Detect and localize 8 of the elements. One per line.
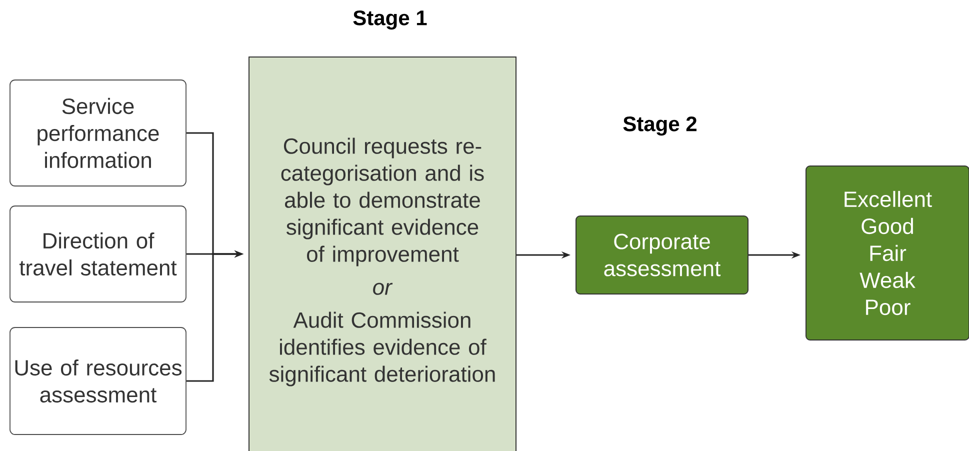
input-box: Direction of travel statement bbox=[10, 206, 186, 302]
assessment-box: Excellent Good Fair Weak Poor bbox=[806, 166, 969, 340]
input-box: Use of resources assessment bbox=[10, 327, 186, 435]
criteria-box: Council requests re-categorisation and is able to demonstrate significant evidence of improvement or Audit Commission identifies evidence of significant deterioration bbox=[248, 56, 516, 451]
stage-heading: Stage 2 bbox=[623, 116, 696, 136]
assessment-box: Corporate assessment bbox=[576, 216, 748, 294]
stage-heading: Stage 1 bbox=[353, 10, 427, 30]
input-box: Service performance information bbox=[10, 80, 186, 186]
